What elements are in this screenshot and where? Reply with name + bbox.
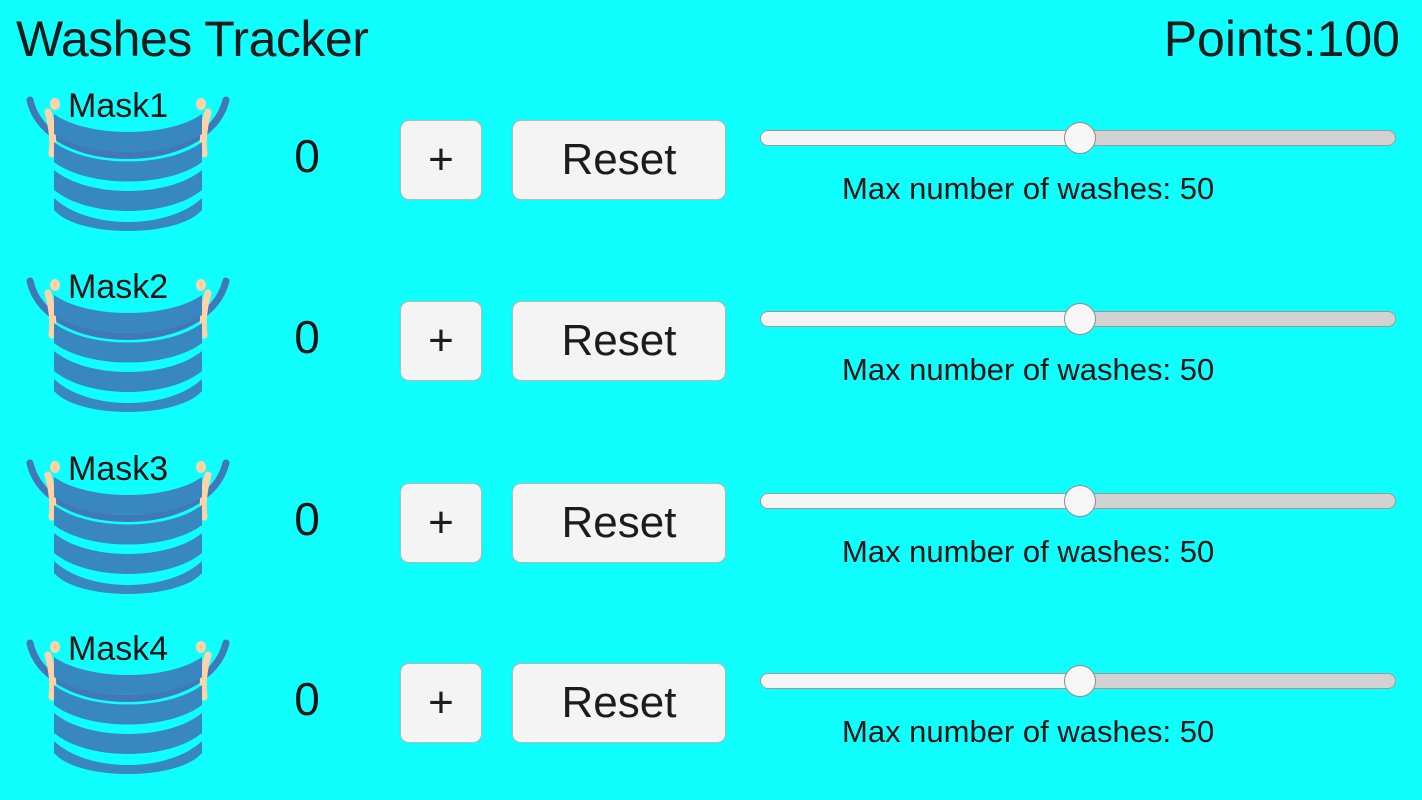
- points-label: Points:: [1163, 11, 1317, 67]
- max-washes-slider[interactable]: [760, 485, 1400, 517]
- slider-thumb[interactable]: [1064, 665, 1096, 697]
- points-value: 100: [1316, 11, 1400, 67]
- max-washes-caption: Max number of washes: 50: [842, 534, 1215, 569]
- mask-row-1: Mask1 0 + Reset Max number of washes: 50: [0, 82, 1422, 263]
- reset-button[interactable]: Reset: [512, 120, 726, 200]
- wash-count-value: 0: [294, 311, 320, 363]
- mask-row-3: Mask3 0 + Reset Max number of washes: 50: [0, 445, 1422, 626]
- slider-fill: [761, 312, 1078, 326]
- max-washes-caption: Max number of washes: 50: [842, 714, 1215, 749]
- slider-thumb[interactable]: [1064, 485, 1096, 517]
- wash-count-value: 0: [294, 673, 320, 725]
- max-washes-caption: Max number of washes: 50: [842, 171, 1215, 206]
- reset-button[interactable]: Reset: [512, 301, 726, 381]
- slider-fill: [761, 494, 1078, 508]
- mask-icon: Mask1: [8, 82, 248, 242]
- max-washes-caption: Max number of washes: 50: [842, 352, 1215, 387]
- mask-name-label: Mask4: [68, 630, 169, 668]
- increment-button[interactable]: +: [400, 120, 482, 200]
- increment-button[interactable]: +: [400, 663, 482, 743]
- wash-count-value: 0: [294, 130, 320, 182]
- slider-thumb[interactable]: [1064, 303, 1096, 335]
- mask-name-label: Mask3: [68, 450, 169, 488]
- max-washes-slider[interactable]: [760, 303, 1400, 335]
- mask-icon: Mask2: [8, 263, 248, 423]
- mask-icon: Mask4: [8, 625, 248, 785]
- slider-thumb[interactable]: [1064, 122, 1096, 154]
- reset-button[interactable]: Reset: [512, 663, 726, 743]
- mask-name-label: Mask2: [68, 268, 169, 306]
- app-header: Washes Tracker Points:100: [0, 0, 1422, 78]
- points-display: Points:100: [1164, 8, 1400, 70]
- slider-fill: [761, 674, 1078, 688]
- page-title: Washes Tracker: [16, 11, 369, 67]
- increment-button[interactable]: +: [400, 483, 482, 563]
- mask-name-label: Mask1: [68, 87, 169, 125]
- mask-icon: Mask3: [8, 445, 248, 605]
- slider-fill: [761, 131, 1078, 145]
- max-washes-slider[interactable]: [760, 122, 1400, 154]
- mask-row-4: Mask4 0 + Reset Max number of washes: 50: [0, 625, 1422, 800]
- increment-button[interactable]: +: [400, 301, 482, 381]
- wash-count-value: 0: [294, 493, 320, 545]
- max-washes-slider[interactable]: [760, 665, 1400, 697]
- mask-row-2: Mask2 0 + Reset Max number of washes: 50: [0, 263, 1422, 444]
- reset-button[interactable]: Reset: [512, 483, 726, 563]
